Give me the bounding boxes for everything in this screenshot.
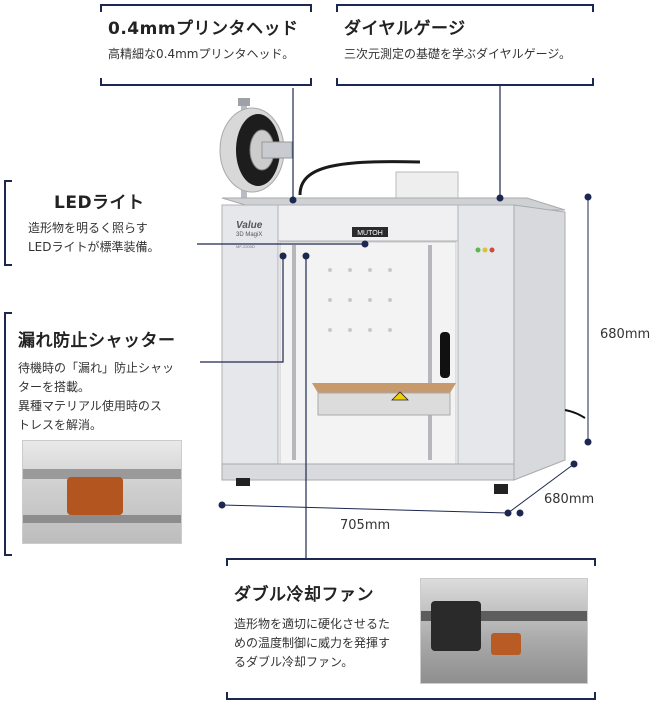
- gauge-title: ダイヤルゲージ: [344, 19, 466, 39]
- fan-photo-nozzle: [491, 633, 521, 655]
- led-bracket: [4, 180, 12, 266]
- fan-desc-line1: 造形物を適切に硬化させるた: [234, 617, 391, 631]
- head-bracket: [100, 4, 312, 12]
- printer-interior: [279, 241, 457, 465]
- dimension-height: 680mm: [600, 327, 651, 342]
- head-title: 0.4mmプリンタヘッド: [108, 19, 299, 39]
- printer-side-panel: [513, 204, 566, 481]
- leader-lines: [197, 86, 501, 560]
- fan-desc-line2: めの温度制御に威力を発揮す: [234, 636, 391, 650]
- filament-spool: [219, 98, 293, 200]
- dimension-dots: [218, 193, 592, 517]
- callout-dial-gauge: ダイヤルゲージ 三次元測定の基礎を学ぶダイヤルゲージ。: [344, 14, 594, 64]
- shutter-desc-line1: 待機時の「漏れ」防止シャッ: [18, 361, 175, 375]
- led-title: LEDライト: [54, 193, 145, 213]
- shutter-photo-nozzle: [67, 477, 123, 515]
- shutter-desc-line2: ターを搭載。: [18, 380, 91, 394]
- callout-led: LEDライト 造形物を明るく照らす LEDライトが標準装備。: [28, 188, 198, 257]
- door-handle: [440, 332, 450, 378]
- dimension-depth: 680mm: [544, 492, 595, 507]
- shutter-photo: [22, 440, 182, 544]
- callout-shutter: 漏れ防止シャッター 待機時の「漏れ」防止シャッ ターを搭載。 異種マテリアル使用…: [18, 326, 198, 435]
- led-desc-line1: 造形物を明るく照らす: [28, 221, 148, 235]
- led-desc-line2: LEDライトが標準装備。: [28, 240, 160, 254]
- fan-bracket: [226, 558, 596, 566]
- gauge-bracket: [336, 4, 594, 12]
- fan-bracket-bottom: [226, 692, 596, 700]
- callout-fan: ダブル冷却ファン 造形物を適切に硬化させるた めの温度制御に威力を発揮す るダブ…: [234, 580, 414, 672]
- shutter-photo-rail: [23, 469, 181, 479]
- head-bracket-bottom: [100, 78, 312, 86]
- logo-line2: 3D MagiX: [236, 232, 262, 238]
- dimension-lines: [221, 197, 589, 514]
- brand-plate: [352, 227, 388, 237]
- model-label: MF-2200D: [236, 244, 255, 249]
- shutter-photo-plate: [23, 515, 181, 523]
- leader-dots: [279, 194, 504, 260]
- print-bed: [312, 383, 456, 393]
- logo-line1: Value: [236, 220, 263, 231]
- printer-right-column: [457, 204, 515, 481]
- fan-photo-unit: [431, 601, 481, 651]
- gauge-bracket-bottom: [336, 78, 594, 86]
- fan-title: ダブル冷却ファン: [234, 585, 374, 605]
- shutter-bracket: [4, 312, 12, 556]
- filament-tube: [298, 160, 421, 196]
- status-light-red: [489, 247, 495, 253]
- fan-photo-rail: [421, 611, 587, 621]
- gauge-desc: 三次元測定の基礎を学ぶダイヤルゲージ。: [344, 47, 572, 61]
- leader-shutter: [200, 256, 284, 363]
- callout-printer-head: 0.4mmプリンタヘッド 高精細な0.4mmプリンタヘッド。: [108, 14, 308, 64]
- dimension-width: 705mm: [340, 518, 391, 533]
- shutter-desc-line3: 異種マテリアル使用時のス: [18, 399, 162, 413]
- head-desc: 高精細な0.4mmプリンタヘッド。: [108, 47, 295, 61]
- status-light-yellow: [482, 247, 488, 253]
- status-light-green: [475, 247, 481, 253]
- brand-text: MUTOH: [357, 230, 383, 237]
- shutter-title: 漏れ防止シャッター: [18, 331, 176, 351]
- printer-left-panel: [221, 204, 279, 476]
- fan-photo: [420, 578, 588, 684]
- printer-base: [221, 463, 515, 481]
- fan-desc-line3: るダブル冷却ファン。: [234, 655, 354, 669]
- shutter-desc-line4: トレスを解消。: [18, 418, 103, 432]
- pegboard: [328, 268, 392, 332]
